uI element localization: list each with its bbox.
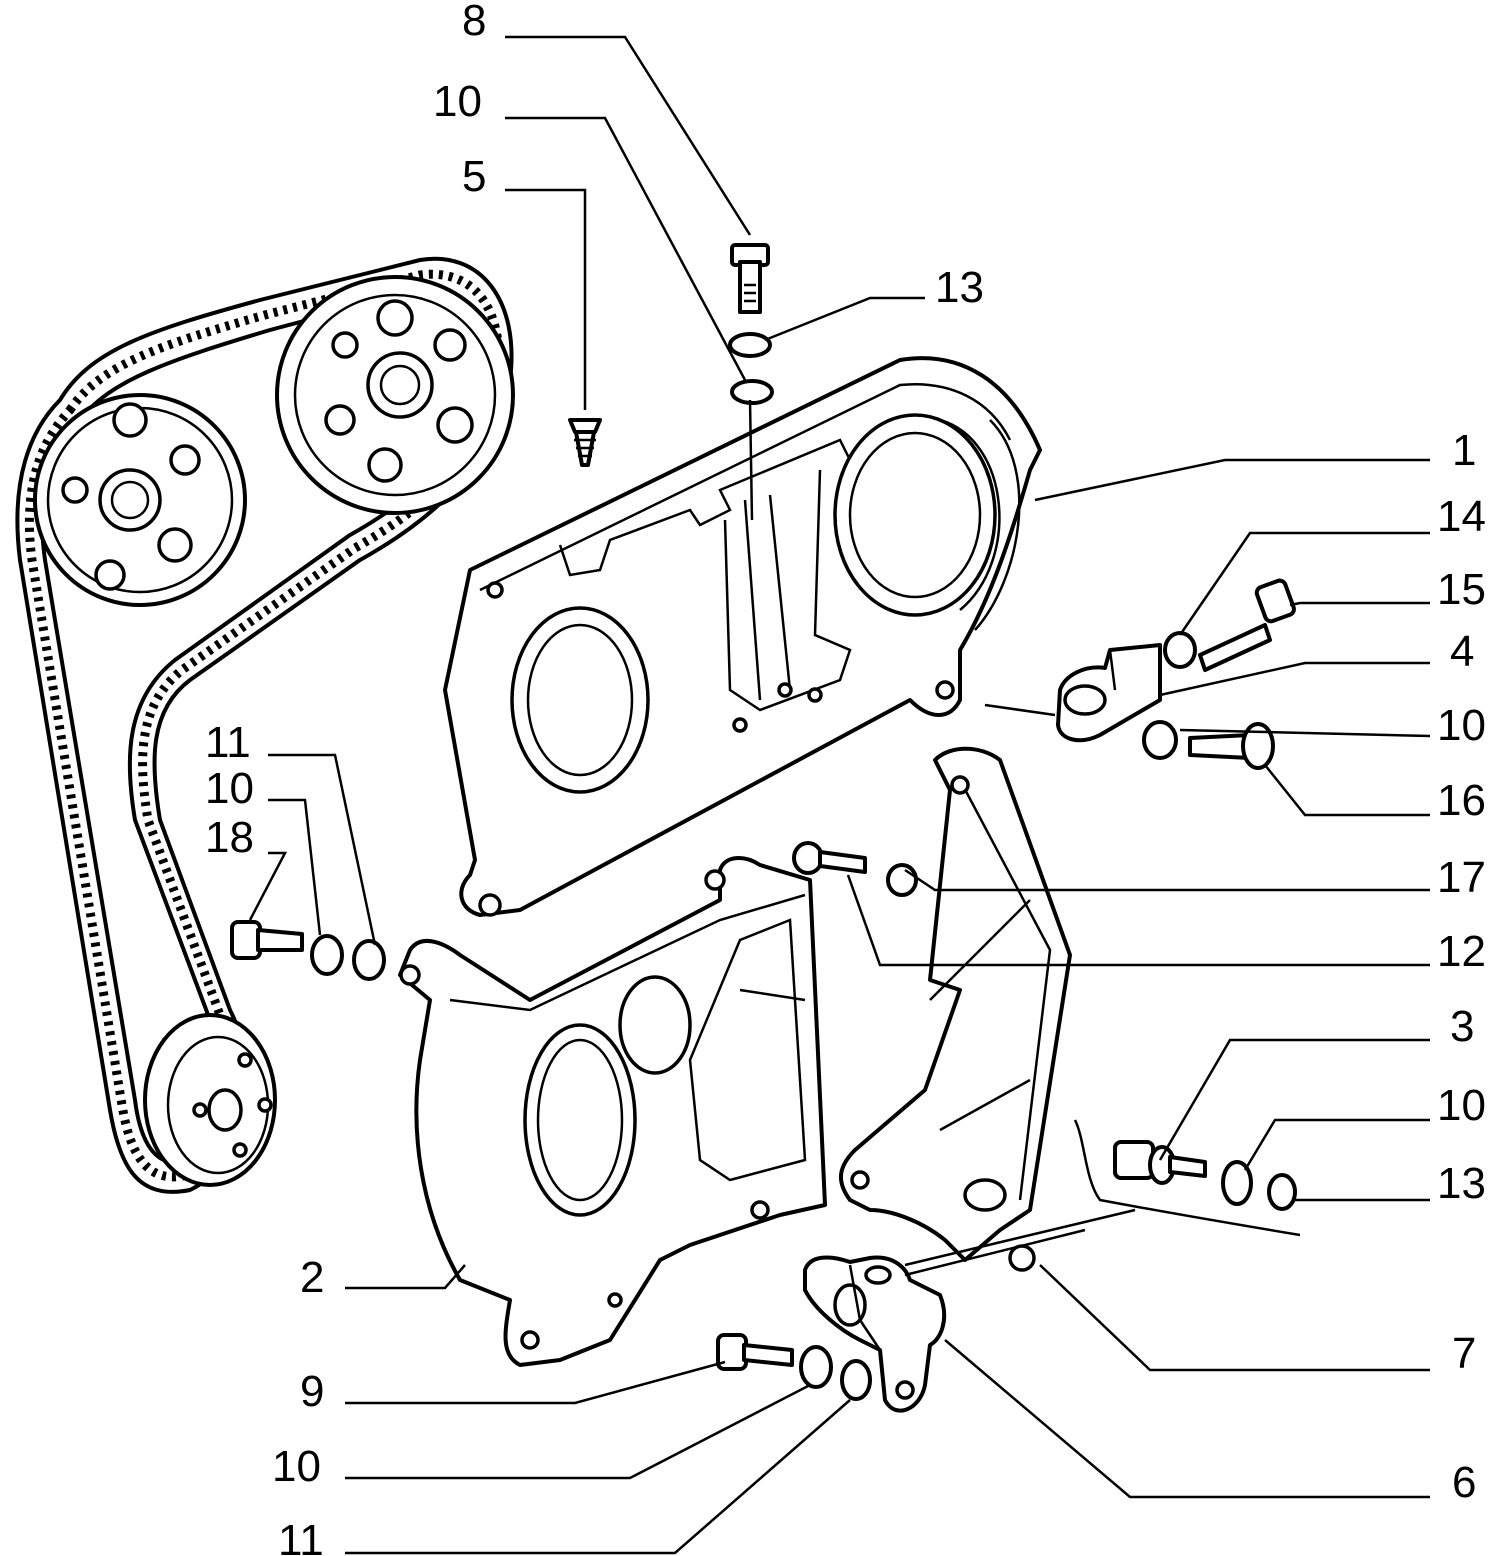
callout-12: 12 (1437, 927, 1486, 976)
washer-10-lower-right (1221, 1160, 1253, 1206)
callout-14: 14 (1437, 492, 1486, 541)
washer-10-top (730, 379, 774, 405)
bolt-8 (730, 243, 770, 314)
assembly-axis (748, 399, 754, 521)
callout-6: 6 (1452, 1458, 1476, 1507)
callout-10-top: 10 (433, 77, 482, 126)
callout-5: 5 (462, 152, 486, 201)
crankshaft-pulley (143, 1013, 277, 1187)
callout-2: 2 (300, 1253, 324, 1302)
callout-1: 1 (1452, 426, 1476, 475)
washer-10-bottom (799, 1345, 833, 1389)
washer-10-right (1142, 720, 1178, 760)
callout-8: 8 (462, 0, 486, 45)
callout-15: 15 (1437, 565, 1486, 614)
timing-belt-assembly (15, 256, 515, 1194)
upper-timing-cover (443, 356, 1042, 917)
bolt-3 (1113, 1140, 1207, 1185)
bracket-4 (1056, 643, 1162, 743)
callout-numbers: 8 10 5 13 1 14 15 4 10 16 17 12 3 10 13 … (205, 0, 1486, 1556)
callout-9: 9 (300, 1367, 324, 1416)
tensioner-plate-6 (803, 1255, 947, 1413)
callout-10-right: 10 (1437, 701, 1486, 750)
callout-3: 3 (1450, 1002, 1474, 1051)
washer-13-top (728, 332, 772, 358)
callout-10-left: 10 (205, 764, 254, 813)
screw-5 (568, 418, 602, 467)
callout-11-left: 11 (205, 718, 251, 767)
washer-11-left (352, 939, 386, 981)
washer-13-lower-right (1267, 1173, 1297, 1211)
callout-18: 18 (205, 813, 254, 862)
callout-10-bottom: 10 (272, 1442, 321, 1491)
washer-17 (886, 863, 918, 897)
bolt-9 (716, 1333, 794, 1371)
callout-13-top: 13 (935, 263, 984, 312)
washer-10-left (310, 934, 344, 976)
callout-10-lower-right: 10 (1437, 1081, 1486, 1130)
bolt-15 (1198, 578, 1296, 672)
camshaft-pulley-left (33, 393, 247, 607)
leader-lines (248, 35, 1431, 1555)
callout-4: 4 (1450, 627, 1474, 676)
washer-11-bottom (840, 1359, 872, 1401)
bolt-12 (792, 841, 867, 875)
spacer-7-outline (1073, 1119, 1301, 1237)
bolt-18 (230, 920, 304, 960)
callout-13-lower-right: 13 (1437, 1159, 1486, 1208)
washer-14 (1163, 631, 1197, 669)
callout-7: 7 (1452, 1329, 1476, 1378)
callout-17: 17 (1437, 853, 1486, 902)
lower-timing-cover (398, 856, 827, 1367)
callout-11-bottom: 11 (278, 1516, 324, 1556)
camshaft-pulley-right (275, 275, 515, 515)
inner-back-plate (839, 746, 1072, 1272)
callout-16: 16 (1437, 776, 1486, 825)
bolt-16 (1188, 722, 1275, 770)
